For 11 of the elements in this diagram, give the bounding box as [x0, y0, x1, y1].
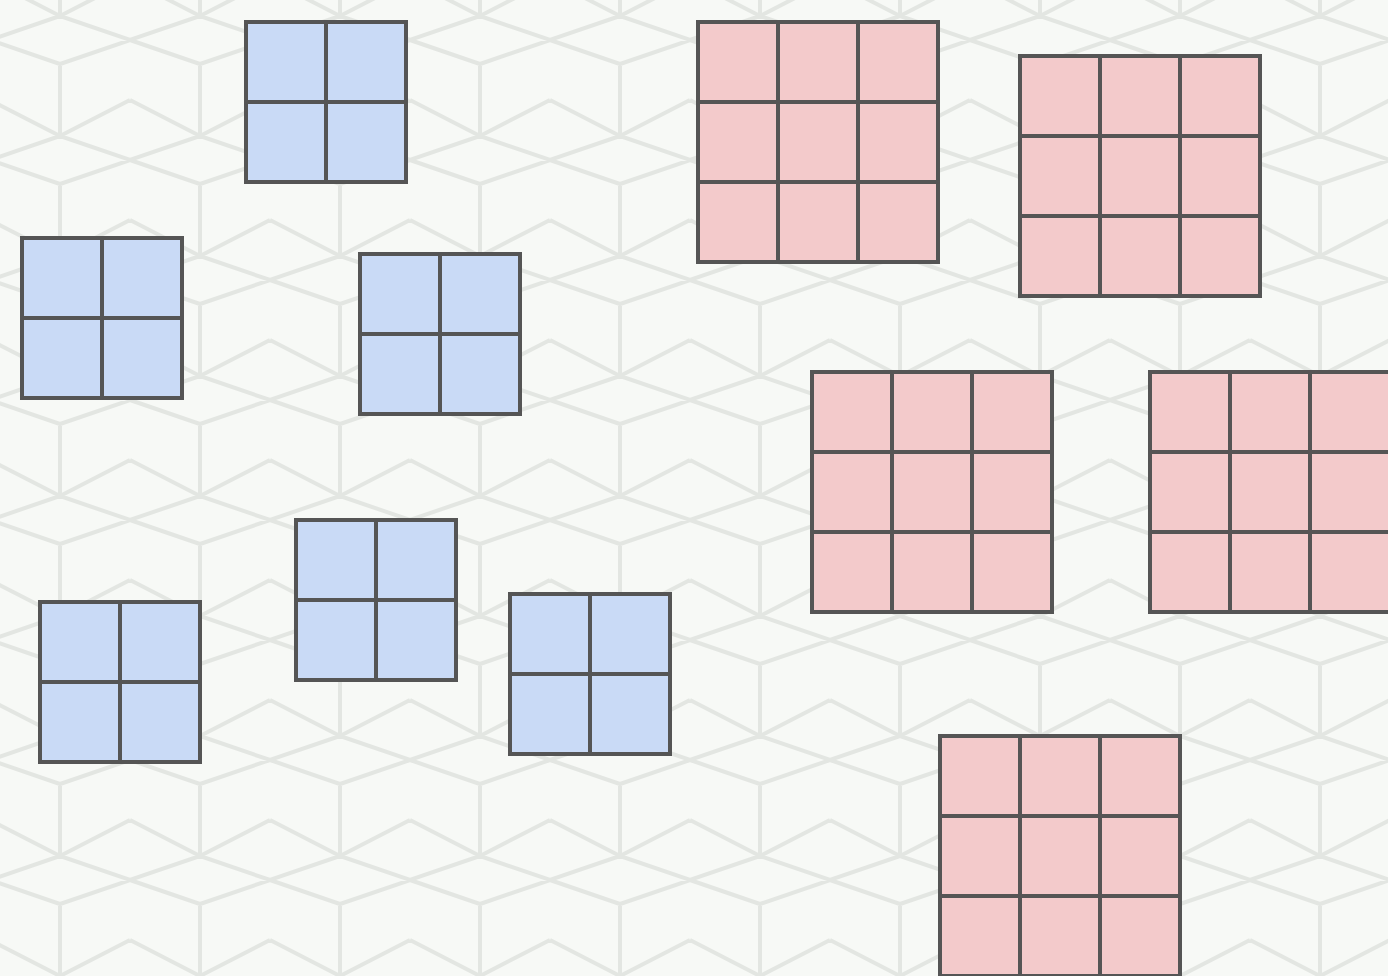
grid-square [938, 734, 1182, 976]
grid-square [38, 600, 202, 764]
grid-square [244, 20, 408, 184]
grid-square [508, 592, 672, 756]
grid-square [358, 252, 522, 416]
grid-square [1148, 370, 1388, 614]
grid-square [1018, 54, 1262, 298]
grid-square [294, 518, 458, 682]
grid-square [810, 370, 1054, 614]
grid-square [696, 20, 940, 264]
grid-square [20, 236, 184, 400]
